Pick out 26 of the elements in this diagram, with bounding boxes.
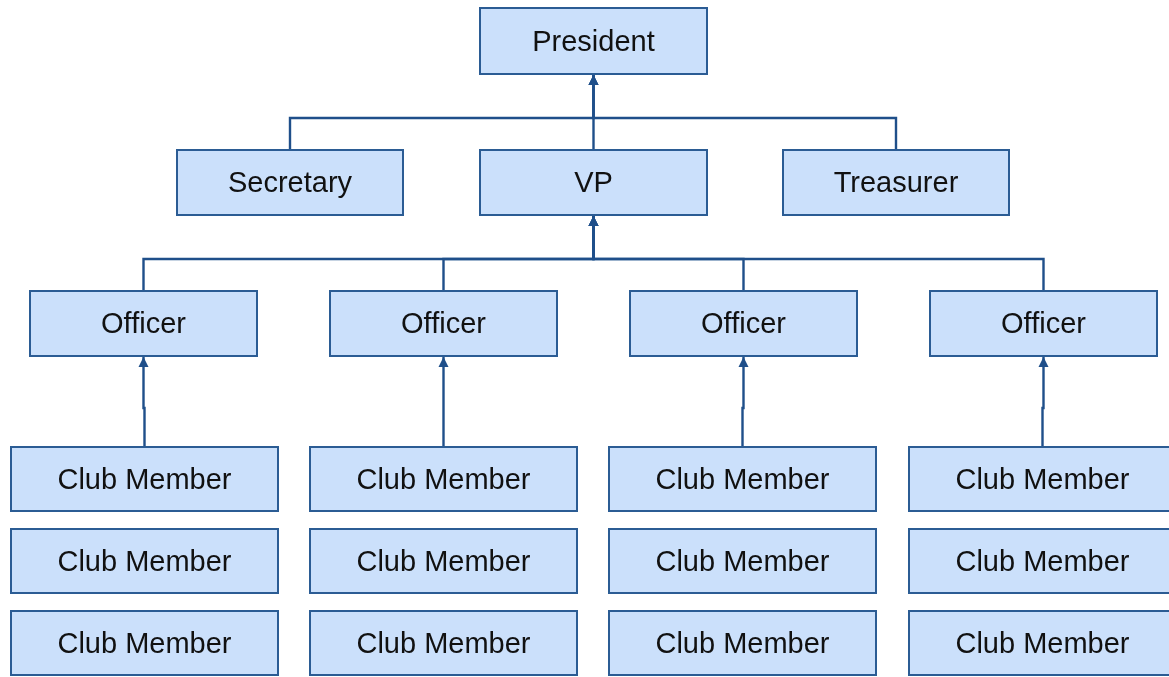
role-box: Club Member [10,446,279,512]
role-box: Club Member [10,528,279,594]
role-box: Officer [29,290,258,357]
arrow [138,357,149,446]
arrow [438,357,449,446]
role-box: VP [479,149,708,216]
role-box: Treasurer [782,149,1010,216]
role-box: Club Member [608,446,877,512]
arrow [588,216,1045,290]
role-box: Club Member [908,528,1169,594]
role-box: Club Member [309,446,578,512]
role-box: Club Member [10,610,279,676]
role-box: Secretary [176,149,404,216]
arrow [1038,357,1049,446]
role-box: Officer [629,290,858,357]
role-box: Club Member [608,528,877,594]
role-box: Officer [929,290,1158,357]
role-box: Club Member [309,610,578,676]
role-box: President [479,7,708,75]
arrow [588,75,898,149]
role-box: Club Member [908,446,1169,512]
role-box: Club Member [908,610,1169,676]
role-box: Club Member [309,528,578,594]
arrow [738,357,749,446]
role-box: Officer [329,290,558,357]
role-box: Club Member [608,610,877,676]
